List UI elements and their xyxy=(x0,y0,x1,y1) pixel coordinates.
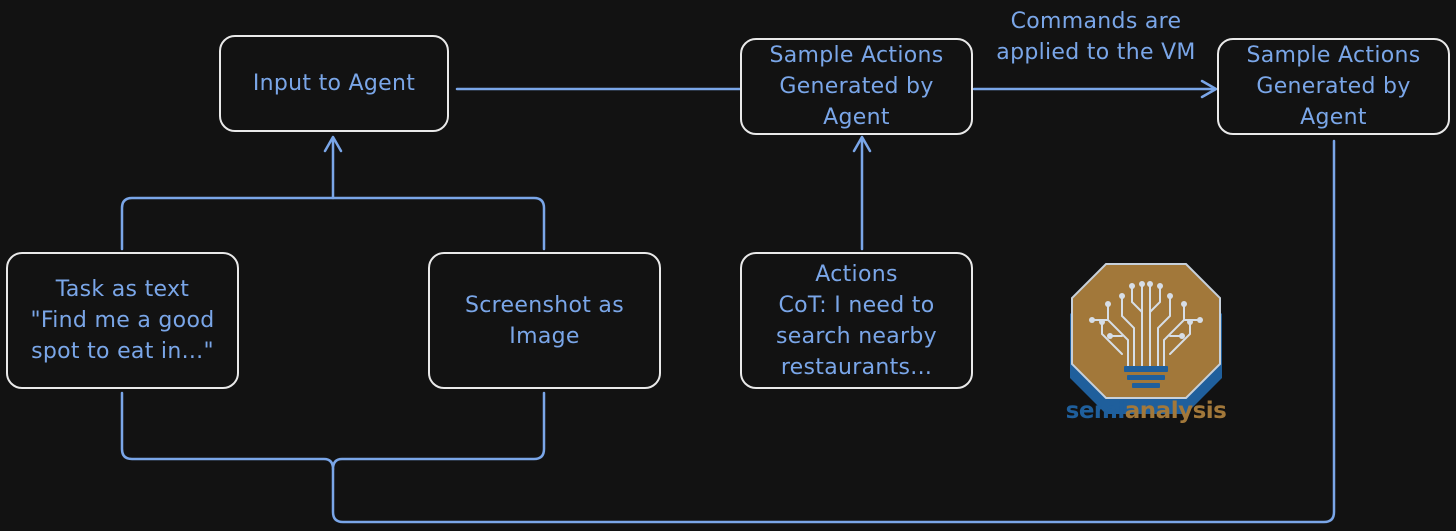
sample-actions-2-line-1: Sample Actions xyxy=(1246,43,1421,68)
wordmark-part-1: semi xyxy=(1065,398,1126,424)
arrowhead-to-input xyxy=(323,135,343,153)
screenshot-line-2: Image xyxy=(509,323,580,349)
sample-actions-box-2: Sample Actions Generated by Agent xyxy=(1217,38,1450,135)
commands-edge-label: Commands are applied to the VM xyxy=(980,6,1212,68)
task-as-text-box: Task as text "Find me a good spot to eat… xyxy=(6,252,239,389)
input-to-agent-box: Input to Agent xyxy=(219,35,449,132)
input-to-agent-label: Input to Agent xyxy=(252,71,416,96)
actions-cot-box: Actions CoT: I need to search nearby res… xyxy=(740,252,973,389)
semianalysis-logo-icon xyxy=(1070,263,1222,414)
sample-actions-2-line-2: Generated by xyxy=(1256,74,1411,99)
task-text-line-3: spot to eat in..." xyxy=(31,339,214,364)
sample-actions-1-line-1: Sample Actions xyxy=(769,43,944,68)
task-text-line-2: "Find me a good xyxy=(30,308,215,333)
task-text-line-1: Task as text xyxy=(55,277,190,302)
actions-cot-line-2: CoT: I need to xyxy=(778,292,935,318)
connector-bottom-bracket xyxy=(120,391,546,471)
commands-edge-label-line-1: Commands are xyxy=(1010,9,1182,34)
sample-actions-box-1: Sample Actions Generated by Agent xyxy=(740,38,973,135)
sample-actions-2-line-3: Agent xyxy=(1300,105,1367,130)
actions-cot-line-4: restaurants... xyxy=(780,354,933,380)
sample-actions-1-line-3: Agent xyxy=(823,105,890,130)
actions-cot-line-1: Actions xyxy=(815,261,898,287)
actions-cot-line-3: search nearby xyxy=(776,323,937,349)
arrowhead-to-sample-actions-2 xyxy=(1200,79,1218,99)
connector-inputs-merge xyxy=(120,196,546,251)
wordmark-part-2: analysis xyxy=(1124,398,1227,424)
screenshot-as-image-box: Screenshot as Image xyxy=(428,252,661,389)
connector-feedback-loop xyxy=(331,139,1336,524)
arrowhead-to-sample-actions-1 xyxy=(852,135,872,153)
screenshot-line-1: Screenshot as xyxy=(465,292,624,318)
semianalysis-wordmark: semianalysis xyxy=(1062,398,1230,424)
commands-edge-label-line-2: applied to the VM xyxy=(996,40,1196,65)
sample-actions-1-line-2: Generated by xyxy=(779,74,934,99)
